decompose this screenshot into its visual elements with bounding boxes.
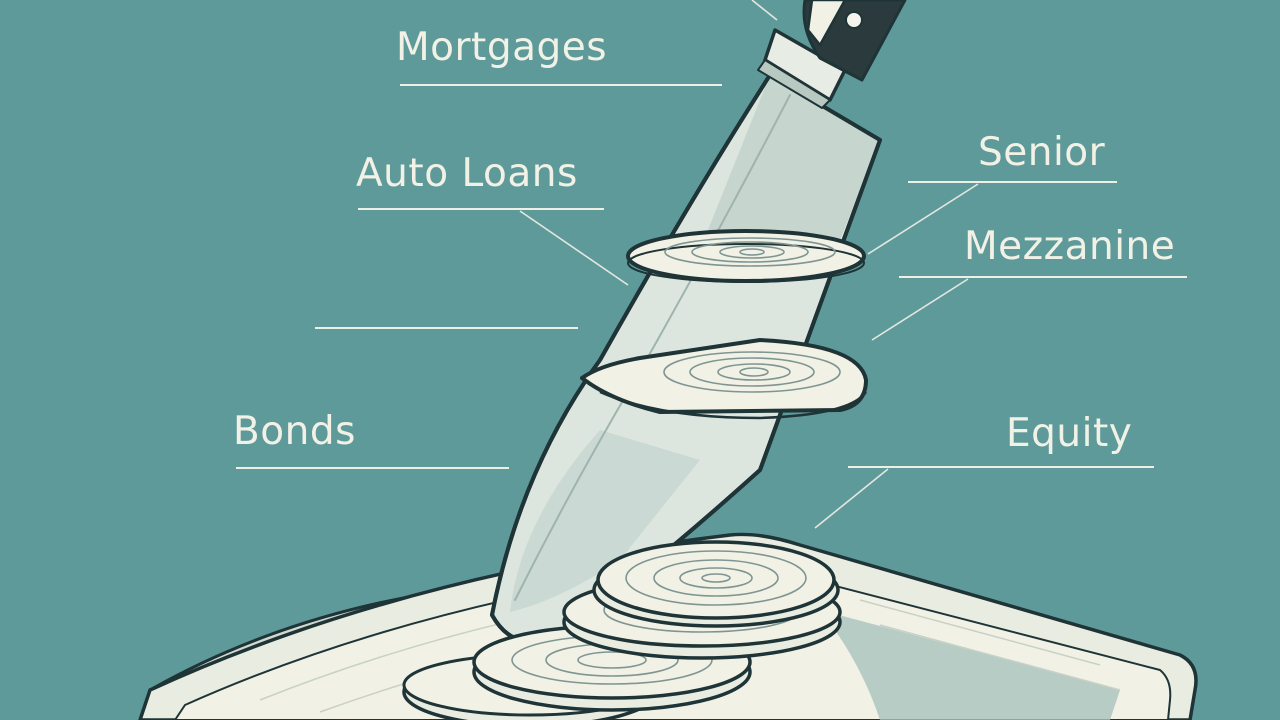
- label-underlines: [236, 84, 1187, 469]
- label-auto-loans: Auto Loans: [356, 151, 578, 196]
- top-leader-line: [751, 0, 778, 21]
- label-senior: Senior: [978, 130, 1106, 175]
- handle-rivet: [845, 11, 863, 29]
- mezzanine-leader-line: [871, 278, 969, 341]
- label-bonds: Bonds: [233, 409, 356, 454]
- disc-slice-upper: [626, 229, 866, 283]
- auto-loans-leader-line: [519, 210, 629, 286]
- disc-slice-middle: [580, 338, 868, 420]
- label-mezzanine: Mezzanine: [964, 224, 1176, 269]
- leader-lines: [519, 0, 979, 529]
- disc-slice-stack-top: [592, 540, 840, 628]
- equity-leader-line: [814, 468, 889, 529]
- senior-leader-line: [867, 183, 979, 255]
- label-equity: Equity: [1006, 411, 1133, 456]
- disc-stack: [402, 540, 842, 720]
- label-mortgages: Mortgages: [396, 25, 608, 70]
